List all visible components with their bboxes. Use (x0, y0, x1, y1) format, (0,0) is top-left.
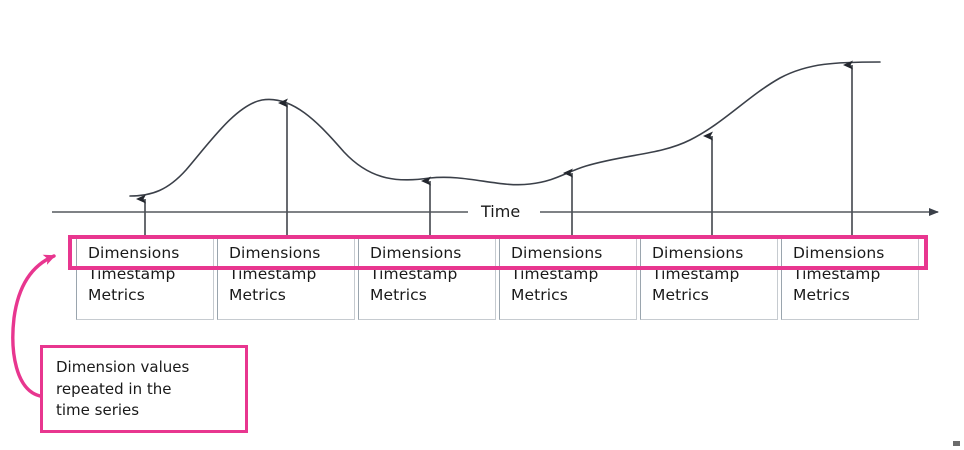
record-field-metrics: Metrics (793, 286, 850, 304)
record-field-dimensions: Dimensions (88, 244, 180, 262)
record-field-metrics: Metrics (652, 286, 709, 304)
timeseries-curve (129, 61, 881, 197)
record-box-5: Dimensions Timestamp Metrics (640, 236, 778, 320)
record-field-dimensions: Dimensions (793, 244, 885, 262)
corner-artifact (953, 441, 960, 446)
record-field-dimensions: Dimensions (511, 244, 603, 262)
record-box-1: Dimensions Timestamp Metrics (76, 236, 214, 320)
record-field-metrics: Metrics (88, 286, 145, 304)
record-field-dimensions: Dimensions (229, 244, 321, 262)
record-field-metrics: Metrics (511, 286, 568, 304)
record-field-dimensions: Dimensions (370, 244, 462, 262)
time-axis-label: Time (475, 202, 527, 221)
record-field-metrics: Metrics (370, 286, 427, 304)
record-box-4: Dimensions Timestamp Metrics (499, 236, 637, 320)
callout-text: Dimension values repeated in the time se… (56, 358, 190, 419)
record-box-6: Dimensions Timestamp Metrics (781, 236, 919, 320)
record-field-metrics: Metrics (229, 286, 286, 304)
record-box-3: Dimensions Timestamp Metrics (358, 236, 496, 320)
record-field-dimensions: Dimensions (652, 244, 744, 262)
callout-box: Dimension values repeated in the time se… (40, 345, 248, 433)
record-box-2: Dimensions Timestamp Metrics (217, 236, 355, 320)
callout-pointer-arrow (11, 254, 56, 398)
